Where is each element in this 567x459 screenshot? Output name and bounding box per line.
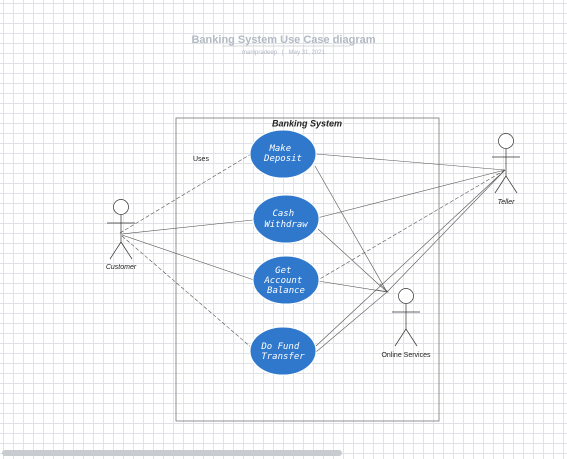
use-case-make-deposit-line-2: Deposit — [263, 154, 302, 164]
association-customer-get-account-balance[interactable] — [121, 234, 255, 281]
association-online-services-make-deposit[interactable] — [314, 165, 388, 293]
system-boundary[interactable] — [175, 117, 440, 422]
association-online-services-teller[interactable] — [386, 169, 506, 293]
use-case-do-fund-transfer-line-2: Transfer — [261, 352, 305, 362]
association-customer-make-deposit[interactable] — [119, 153, 252, 234]
use-case-make-deposit[interactable]: Make Deposit — [249, 129, 317, 179]
use-case-get-account-balance[interactable]: Get Account Balance — [252, 255, 320, 305]
actor-teller[interactable] — [492, 133, 520, 194]
use-case-cash-withdraw[interactable]: Cash Withdraw — [252, 194, 320, 244]
arrowhead-online-services — [376, 283, 389, 293]
use-case-cash-withdraw-line-1: Cash — [272, 209, 294, 219]
association-teller-cash-withdraw[interactable] — [316, 169, 506, 219]
svg-text:Cash Withdraw: Cash Withdraw — [264, 209, 308, 230]
use-case-cash-withdraw-line-2: Withdraw — [264, 220, 308, 230]
svg-text:Make Deposit: Make Deposit — [263, 144, 302, 164]
subtitle-separator: | — [282, 50, 284, 56]
actor-online-services[interactable] — [392, 288, 420, 347]
use-case-get-account-balance-line-2: Account — [263, 276, 302, 286]
association-teller-make-deposit[interactable] — [315, 153, 506, 171]
use-case-get-account-balance-line-1: Get — [275, 266, 291, 276]
actor-online-services-label: Online Services — [381, 352, 431, 359]
association-teller-get-account-balance[interactable] — [317, 169, 506, 281]
svg-text:Do Fund Transfer: Do Fund Transfer — [260, 342, 305, 362]
use-case-get-account-balance-line-3: Balance — [267, 286, 305, 296]
use-case-do-fund-transfer[interactable]: Do Fund Transfer — [249, 326, 317, 376]
author-name: manipradeep — [242, 50, 278, 56]
actor-customer[interactable] — [107, 199, 135, 260]
association-online-services-cash-withdraw[interactable] — [317, 228, 388, 293]
diagram-title: Banking System Use Case diagram — [191, 34, 376, 46]
actor-customer-label: Customer — [106, 264, 137, 271]
association-teller-do-fund-transfer[interactable] — [315, 169, 506, 347]
association-online-services-get-account-balance[interactable] — [317, 280, 388, 293]
system-boundary-label: Banking System — [272, 119, 342, 129]
association-customer-cash-withdraw[interactable] — [121, 219, 254, 235]
diagram-subtitle: manipradeep | May 31, 2021 — [0, 50, 567, 56]
association-customer-do-fund-transfer[interactable] — [121, 235, 253, 349]
actor-teller-label: Teller — [498, 199, 516, 206]
uses-label: Uses — [193, 156, 209, 163]
use-case-do-fund-transfer-line-1: Do Fund — [260, 342, 300, 352]
association-lines — [119, 153, 506, 353]
association-online-services-do-fund-transfer[interactable] — [315, 291, 388, 353]
svg-text:Get Account Balanc: Get Account Balance — [263, 266, 307, 296]
use-case-make-deposit-line-1: Make — [268, 144, 291, 154]
diagram-date: May 31, 2021 — [288, 50, 325, 56]
horizontal-scrollbar[interactable] — [2, 450, 342, 456]
